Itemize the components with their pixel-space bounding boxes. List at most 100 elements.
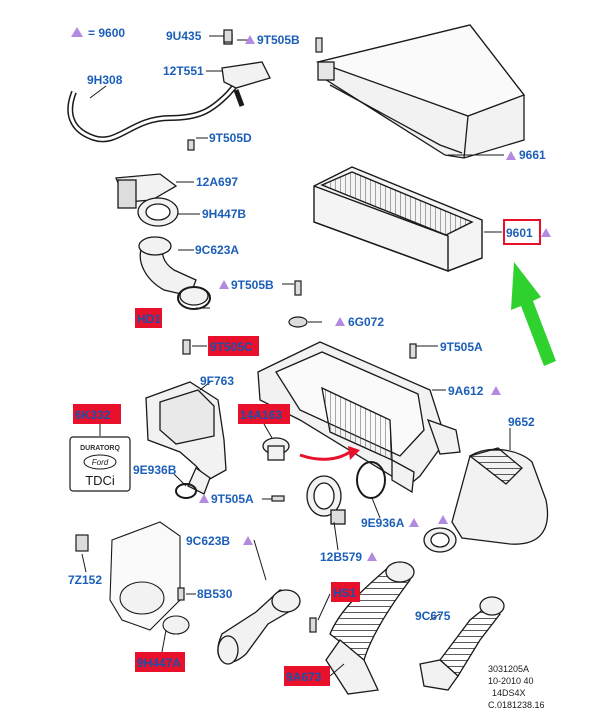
label-9t505b-mid: 9T505B — [231, 278, 274, 292]
label-9e936a: 9E936A — [361, 516, 405, 530]
label-9h447a: 9H447A — [137, 656, 181, 670]
highlight-outline-9601 — [503, 219, 541, 245]
highlight-9h447a — [135, 652, 185, 672]
screw-9u435-icon — [223, 29, 233, 43]
fasteners — [75, 29, 417, 633]
leader-lines — [81, 35, 511, 677]
ref-line1: 3031205A — [488, 664, 529, 674]
screw-9t505a-low-icon — [271, 495, 285, 502]
label-hs1: HS1 — [333, 586, 357, 600]
label-9e936b: 9E936B — [133, 463, 177, 477]
air-cleaner-housing — [257, 341, 461, 494]
label-9t505d: 9T505D — [209, 131, 252, 145]
legend-triangle-icon — [71, 27, 83, 37]
maf-sensor-12a697 — [115, 173, 179, 227]
label-9661: 9661 — [519, 148, 546, 162]
triangle-icon — [245, 35, 255, 44]
highlight-6k332 — [73, 404, 121, 424]
label-9652: 9652 — [508, 415, 535, 429]
screw-7z152-icon — [75, 534, 89, 552]
label-6g072: 6G072 — [348, 315, 384, 329]
triangle-icon — [541, 228, 551, 237]
hose-clip-hd1 — [177, 286, 211, 310]
outlet-hose-9652 — [423, 447, 548, 553]
emblem-line2: Ford — [92, 458, 109, 467]
engine-emblem: DURATORQ Ford TDCi — [69, 436, 131, 492]
triangle-icon — [409, 518, 419, 527]
emblem-line3: TDCi — [85, 473, 115, 488]
grommet-6g072-icon — [288, 316, 308, 328]
vacuum-hose-9h308 — [67, 78, 245, 143]
green-callout-arrow — [511, 262, 556, 366]
highlight-hs1 — [331, 582, 360, 602]
legend-text: = 9600 — [88, 26, 125, 40]
triangle-icon — [491, 386, 501, 395]
maf-12b579 — [306, 475, 346, 525]
label-14a163: 14A163 — [240, 408, 282, 422]
triangle-icon — [243, 536, 253, 545]
triangle-icon — [438, 515, 448, 524]
seal-9e936b — [175, 483, 197, 499]
label-9601: 9601 — [506, 226, 533, 240]
clip-hs1-icon — [309, 617, 317, 633]
triangle-icon — [506, 151, 516, 160]
label-6k332: 6K332 — [75, 408, 111, 422]
label-9t505a-low: 9T505A — [211, 492, 254, 506]
seals — [175, 461, 386, 499]
label-9t505b-top: 9T505B — [257, 33, 300, 47]
label-9f763: 9F763 — [200, 374, 234, 388]
screw-9t505d-icon — [187, 139, 195, 151]
triangle-markers — [199, 35, 551, 561]
label-7z152: 7Z152 — [68, 573, 102, 587]
highlight-boxes — [73, 308, 360, 686]
highlight-14a163 — [238, 404, 290, 424]
label-9c675: 9C675 — [415, 609, 451, 623]
red-direction-arrow — [299, 450, 351, 461]
highlight-hd1 — [135, 308, 162, 328]
label-9t505a-right: 9T505A — [440, 340, 483, 354]
label-12a697: 12A697 — [196, 175, 238, 189]
label-9h308: 9H308 — [87, 73, 123, 87]
breather-14a163 — [262, 437, 290, 461]
screw-9t505a-right-icon — [409, 343, 417, 359]
reference-block: 3031205A 10-2010 40 14DS4X C.0181238.16 — [488, 664, 545, 710]
hose-9a673 — [325, 561, 415, 695]
screw-8b530-icon — [177, 587, 185, 601]
seal-9e936a — [356, 461, 386, 499]
triangle-icon — [199, 494, 209, 503]
hose-9c623b — [217, 589, 301, 665]
triangle-icon — [335, 317, 345, 326]
label-9c623a: 9C623A — [195, 243, 239, 257]
label-12t551: 12T551 — [163, 64, 204, 78]
label-9a673: 9A673 — [286, 670, 322, 684]
hose-9c675 — [419, 596, 505, 691]
screw-9t505c-icon — [182, 339, 191, 355]
screw-9t505b-mid-icon — [294, 280, 302, 296]
screw-9t505b-top-icon — [315, 37, 323, 53]
resonator-9f763 — [145, 381, 227, 495]
hose-9c623a — [138, 236, 209, 306]
highlight-9a673 — [284, 666, 330, 686]
label-9h447b: 9H447B — [202, 207, 246, 221]
ref-line4: C.0181238.16 — [488, 700, 545, 709]
ref-line2: 10-2010 40 — [488, 676, 534, 686]
label-8b530: 8B530 — [197, 587, 233, 601]
red-arrowhead-icon — [348, 446, 360, 460]
lower-air-box — [109, 521, 190, 635]
legend: = 9600 — [71, 26, 125, 40]
triangle-icon — [219, 280, 229, 289]
ref-line3: 14DS4X — [492, 688, 526, 698]
label-9a612: 9A612 — [448, 384, 484, 398]
triangle-icon — [367, 552, 377, 561]
label-9t505c: 9T505C — [210, 340, 253, 354]
air-cleaner-lid — [315, 24, 526, 159]
label-9u435: 9U435 — [166, 29, 202, 43]
label-hd1: HD1 — [137, 312, 161, 326]
label-12b579: 12B579 — [320, 550, 362, 564]
label-9c623b: 9C623B — [186, 534, 230, 548]
air-filter-element — [313, 166, 483, 273]
highlight-9t505c — [208, 336, 259, 356]
emblem-line1: DURATORQ — [80, 445, 120, 452]
